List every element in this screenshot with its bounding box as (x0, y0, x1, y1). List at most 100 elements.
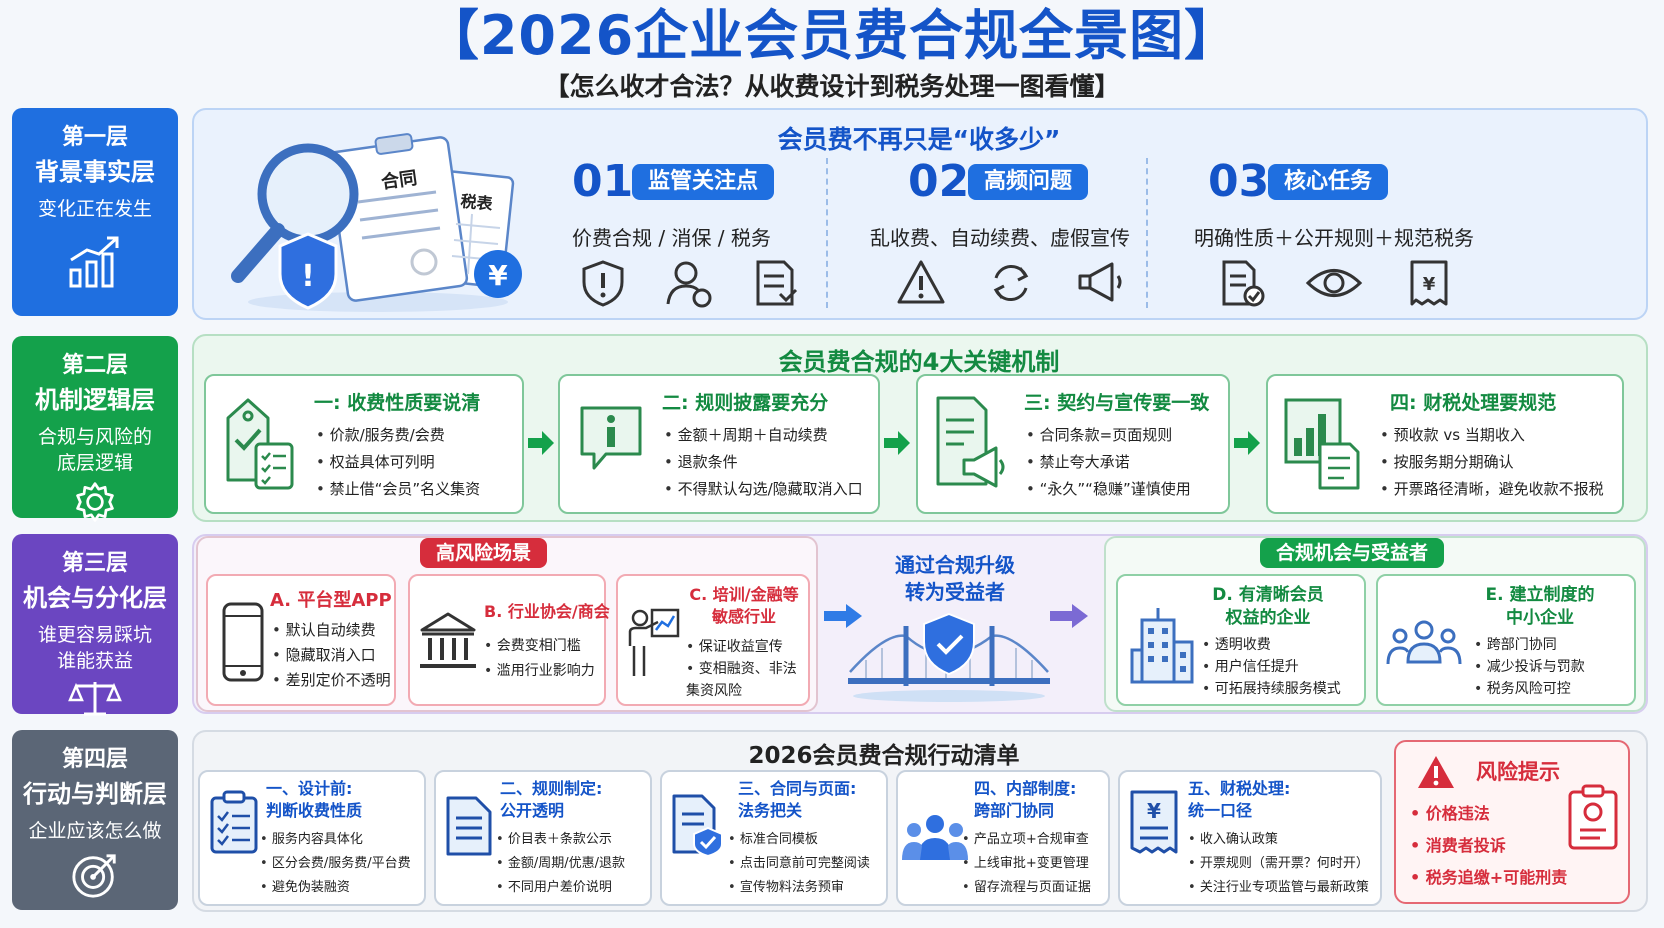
warning-icon (1418, 756, 1454, 788)
mechanism-3-list: 合同条款=页面规则 禁止夸大承诺 “永久”“稳赚”谨慎使用 (1026, 422, 1191, 503)
item-02-number: 02 (908, 156, 970, 207)
item-01-number: 01 (572, 156, 634, 207)
layer-4-caption: 企业应该怎么做 (28, 820, 162, 842)
doc-megaphone-icon (936, 396, 1005, 488)
list-item: 关注行业专项监管与最新政策 (1188, 876, 1369, 900)
layer-2-label: 第二层 机制逻辑层 合规与风险的 底层逻辑 (12, 336, 178, 522)
action-5-list: 收入确认政策 开票规则（需开票？何时开） 关注行业专项监管与最新政策 (1188, 828, 1369, 900)
list-item: 收入确认政策 (1188, 828, 1369, 852)
layer-1-heading: 会员费不再只是“收多少” (777, 125, 1061, 154)
risk-warning-title: 风险提示 (1476, 760, 1560, 784)
risk-card-c: C. 培训/金融等 敏感行业 保证收益宣传 变相融资、非法 集资风险 (616, 574, 810, 706)
refresh-icon (993, 265, 1029, 301)
list-item: • 税务追缴+可能刑责 (1410, 868, 1568, 887)
badge-clipboard-icon (1568, 784, 1618, 850)
list-item: • 消费者投诉 (1410, 836, 1506, 855)
bridge-icon (848, 612, 1050, 702)
list-item: 区分会费/服务费/平台费 (260, 852, 411, 876)
list-item: 可拓展持续服务模式 (1202, 678, 1341, 700)
benefit-e-list: 跨部门协同 减少投诉与罚款 税务风险可控 (1474, 634, 1585, 700)
list-item: 税务风险可控 (1474, 678, 1585, 700)
risk-card-b: B. 行业协会/商会 会费变相门槛 滥用行业影响力 (408, 574, 610, 706)
risk-a-list: 默认自动续费 隐藏取消入口 差别定价不透明 (272, 618, 391, 693)
list-item: 上线审批+变更管理 (962, 852, 1091, 876)
tax-form-label: 税表 (460, 191, 495, 213)
doc-shield-icon (672, 794, 723, 858)
benefit-d-title: D. 有清晰会员 权益的企业 (1212, 585, 1324, 628)
document-icon (756, 260, 798, 306)
layer-3-label: 第三层 机会与分化层 谁更容易踩坑 谁能获益 (12, 534, 178, 716)
gear-icon (76, 482, 114, 522)
risk-card-a: A. 平台型APP 默认自动续费 隐藏取消入口 差别定价不透明 (206, 574, 396, 706)
presenter-icon (628, 608, 680, 676)
list-item: 合同条款=页面规则 (1026, 422, 1191, 449)
yen-label: ¥ (488, 259, 508, 292)
arrow-right-icon (528, 431, 554, 455)
svg-text:¥: ¥ (1147, 799, 1161, 823)
eye-icon (1305, 269, 1363, 297)
layer-1-number: 第一层 (61, 125, 128, 150)
mechanism-2-list: 金额＋周期＋自动续费 退款条件 不得默认勾选/隐藏取消入口 (664, 422, 863, 503)
action-3-title: 三、合同与页面: 法务把关 (738, 779, 857, 820)
warning-icon (897, 260, 945, 304)
list-item: 权益具体可列明 (316, 449, 480, 476)
item-01-desc: 价费合规 / 消保 / 税务 (572, 226, 771, 250)
contract-illustration: ! ¥ 合同 税表 (231, 133, 522, 312)
list-item: 透明收费 (1202, 634, 1341, 656)
target-icon (72, 854, 116, 898)
list-item: 差别定价不透明 (272, 668, 391, 693)
page-subtitle: 【怎么收才合法？从收费设计到税务处理一图看懂】 (544, 72, 1120, 101)
arrow-right-icon (1050, 604, 1088, 628)
list-item: 价目表＋条款公示 (496, 828, 625, 852)
list-item: “永久”“稳赚”谨慎使用 (1026, 476, 1191, 503)
list-item: 保证收益宣传 (686, 636, 797, 658)
list-item: 不同用户差价说明 (496, 876, 625, 900)
layer-4-name: 行动与判断层 (23, 780, 167, 808)
layer-4-heading: 2026会员费合规行动清单 (748, 743, 1020, 769)
arrow-right-icon (884, 431, 910, 455)
layer-1-label: 第一层 背景事实层 变化正在发生 (12, 108, 178, 316)
mechanism-2-title: 二: 规则披露要充分 (662, 392, 829, 414)
list-item: 按服务期分期确认 (1380, 449, 1604, 476)
layer-3-name: 机会与分化层 (23, 584, 167, 612)
item-02-tag: 高频问题 (968, 164, 1089, 200)
mechanism-card-4: 四: 财税处理要规范 预收款 vs 当期收入 按服务期分期确认 开票路径清晰，避… (1266, 374, 1624, 514)
benefit-card-d: D. 有清晰会员 权益的企业 透明收费 用户信任提升 可拓展持续服务模式 (1116, 574, 1366, 706)
risk-c-list: 保证收益宣传 变相融资、非法 集资风险 (686, 636, 797, 702)
list-item: 不得默认勾选/隐藏取消入口 (664, 476, 863, 503)
layer-2-caption: 合规与风险的 底层逻辑 (37, 426, 152, 474)
action-1-title: 一、设计前: 判断收费性质 (266, 779, 363, 820)
upgrade-caption: 通过合规升级 转为受益者 (895, 553, 1015, 604)
list-item: 宣传物料法务预审 (728, 876, 870, 900)
list-item: 留存流程与页面证据 (962, 876, 1091, 900)
list-item: 产品立项+合规审查 (962, 828, 1091, 852)
mechanism-card-1: 一: 收费性质要说清 价款/服务费/会费 权益具体可列明 禁止借“会员”名义集资 (204, 374, 524, 514)
list-item: 默认自动续费 (272, 618, 391, 643)
layer-4-number: 第四层 (61, 747, 128, 772)
tag-list-icon (226, 398, 294, 490)
svg-text:¥: ¥ (1423, 274, 1436, 295)
list-item: 开票规则（需开票？何时开） (1188, 852, 1369, 876)
layer-1-panel: ! ¥ 合同 税表 会员费不再只是“收多少” 01 监管关注点 价费合规 / 消… (192, 108, 1648, 320)
contract-label: 合同 (380, 167, 419, 194)
action-2-list: 价目表＋条款公示 金额/周期/优惠/退款 不同用户差价说明 (496, 828, 625, 900)
action-card-5: ¥ 五、财税处理: 统一口径 收入确认政策 开票规则（需开票？何时开） 关注行业… (1118, 770, 1382, 906)
benefit-d-list: 透明收费 用户信任提升 可拓展持续服务模式 (1202, 634, 1341, 700)
people-icon (902, 815, 968, 860)
shield-alert-icon (582, 260, 624, 307)
layer-2-name: 机制逻辑层 (35, 386, 155, 414)
layer-4-label: 第四层 行动与判断层 企业应该怎么做 (12, 730, 178, 910)
risk-c-title: C. 培训/金融等 敏感行业 (689, 585, 799, 626)
layer-2-number: 第二层 (61, 353, 128, 378)
mechanism-1-title: 一: 收费性质要说清 (314, 392, 481, 414)
svg-text:!: ! (301, 259, 315, 294)
list-item: 金额/周期/优惠/退款 (496, 852, 625, 876)
page-title: 【2026企业会员费合规全景图】 (424, 4, 1240, 67)
action-2-title: 二、规则制定: 公开透明 (500, 779, 603, 820)
arrow-right-icon (824, 604, 862, 628)
benefit-card-e: E. 建立制度的 中小企业 跨部门协同 减少投诉与罚款 税务风险可控 (1376, 574, 1636, 706)
layer-3-caption: 谁更容易踩坑 谁能获益 (37, 624, 152, 672)
mechanism-card-2: 二: 规则披露要充分 金额＋周期＋自动续费 退款条件 不得默认勾选/隐藏取消入口 (558, 374, 880, 514)
megaphone-icon (1078, 262, 1122, 302)
layer-2-heading: 会员费合规的4大关键机制 (778, 348, 1060, 376)
